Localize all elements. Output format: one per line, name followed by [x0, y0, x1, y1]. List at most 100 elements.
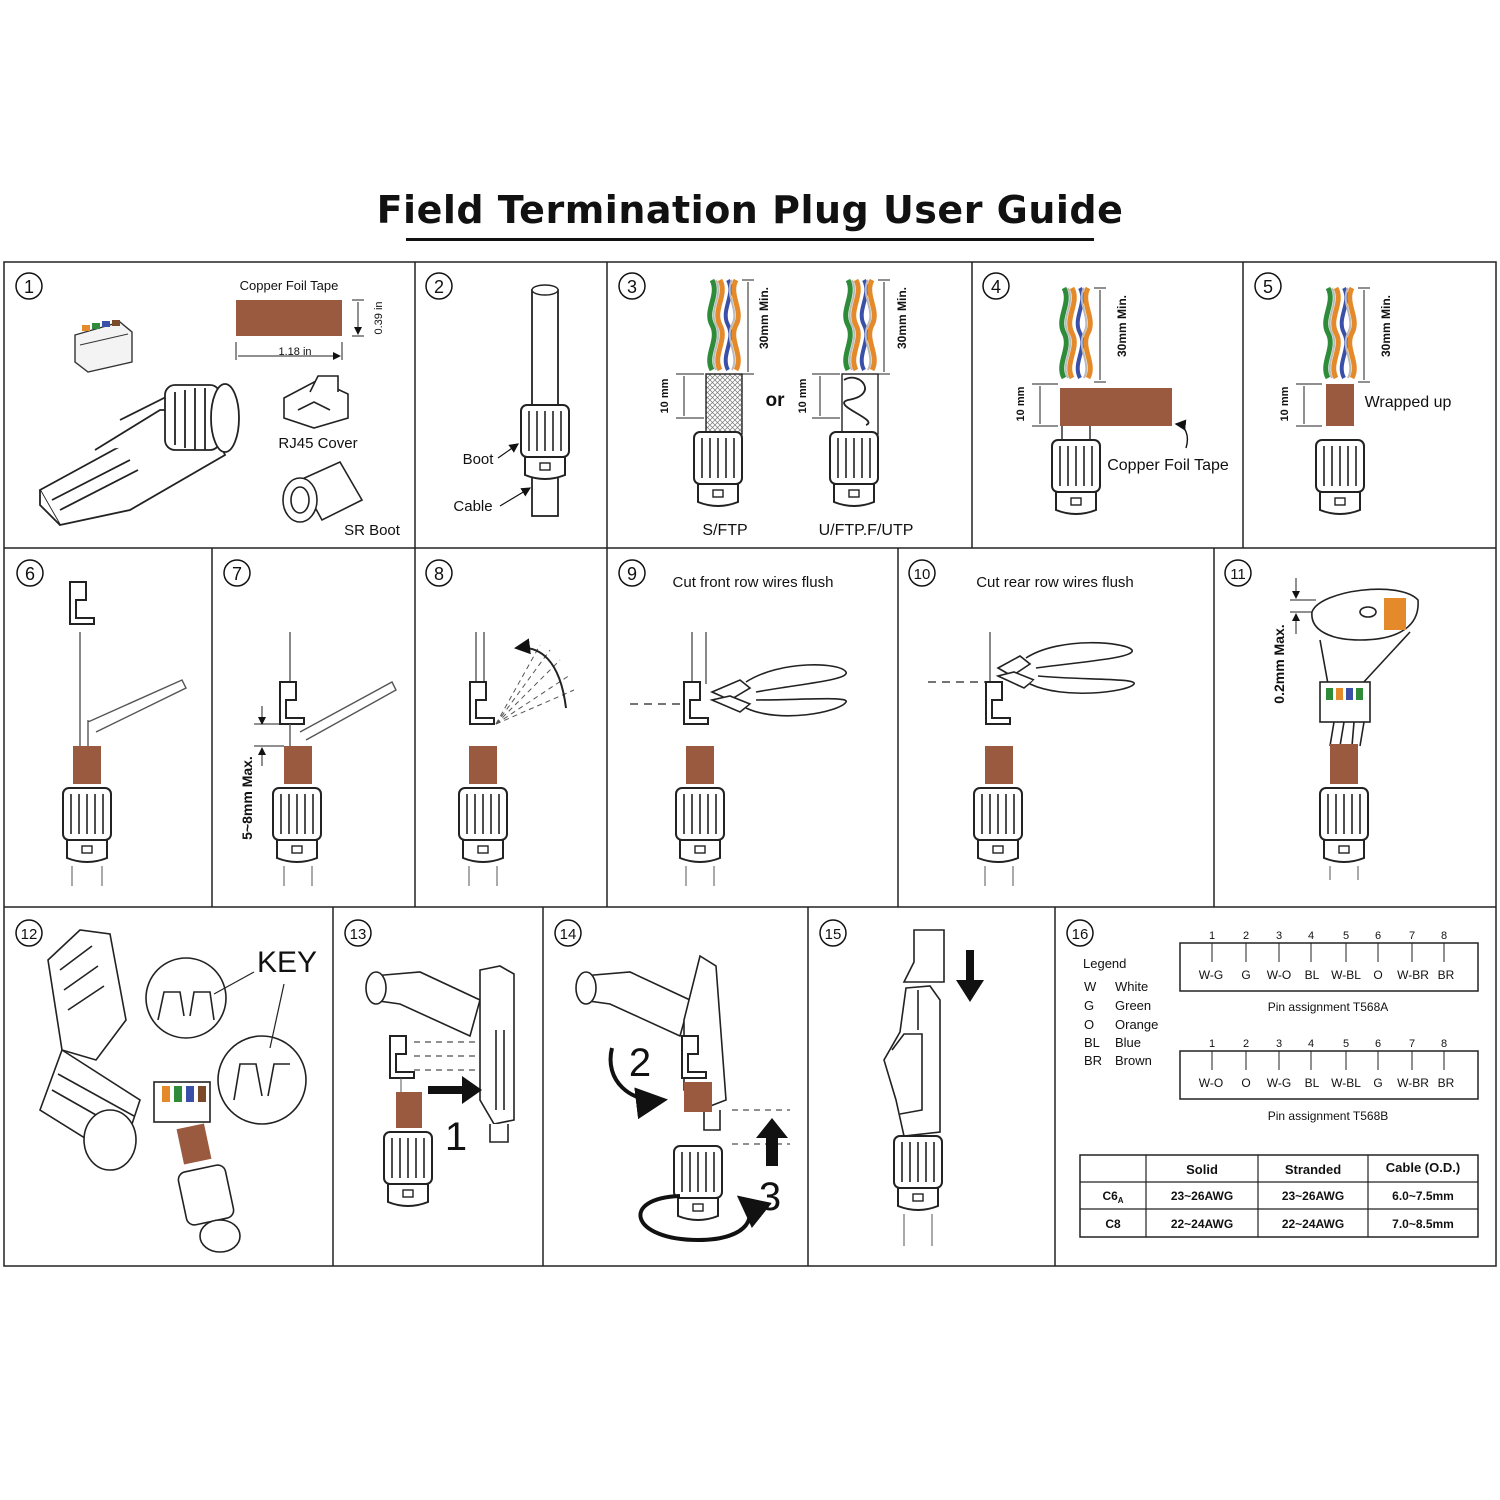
foil-tape-applied	[1060, 388, 1172, 426]
foil-tape	[684, 1082, 712, 1112]
foil-tape	[396, 1092, 422, 1128]
wrapped-up-label: Wrapped up	[1365, 394, 1452, 411]
open-plug-illustration	[39, 929, 141, 1171]
min-length-label: 30mm Min.	[1115, 295, 1129, 357]
pin-diagram-t568a: 1 2 3 4 5 6 7 8 W-G G W-O BL W-BL O W-BR…	[1179, 930, 1479, 1014]
min-length-label-sftp: 30mm Min.	[757, 287, 771, 349]
svg-text:11: 11	[1230, 566, 1246, 583]
plug-housing	[575, 954, 727, 1131]
step-badge-13: 13	[344, 919, 372, 947]
panel-7: 5~8mm Max.	[239, 632, 397, 886]
panel-10: Cut rear row wires flush	[928, 574, 1135, 886]
svg-text:15: 15	[825, 926, 842, 943]
min-length-label-uftp: 30mm Min.	[895, 287, 909, 349]
foil-tape-height: 0.39 in	[373, 301, 385, 334]
legend-code: O	[1084, 1017, 1094, 1032]
table-cell: 6.0~7.5mm	[1392, 1189, 1454, 1203]
cutter-icon	[995, 641, 1135, 694]
panel-6	[62, 581, 187, 886]
foil-tape-label: Copper Foil Tape	[240, 278, 339, 293]
panel-2: Boot Cable	[453, 284, 570, 517]
legend-code: BR	[1084, 1053, 1102, 1068]
spec-table: Solid Stranded Cable (O.D.) C6A 23~26AWG…	[1079, 1154, 1479, 1238]
step-badge-12: 12	[15, 919, 43, 947]
t568a-caption: Pin assignment T568A	[1268, 1000, 1389, 1014]
or-label: or	[766, 390, 786, 411]
table-cell: 7.0~8.5mm	[1392, 1217, 1454, 1231]
svg-text:14: 14	[560, 926, 577, 943]
pin-number: 4	[1308, 930, 1314, 942]
panel-13: 1	[365, 965, 515, 1207]
svg-text:9: 9	[627, 564, 637, 584]
pin-number: 4	[1308, 1038, 1314, 1050]
title-underline	[406, 238, 1094, 241]
pin-number: 1	[1209, 1038, 1215, 1050]
zoom-detail	[1311, 588, 1419, 685]
max-protrusion-label: 0.2mm Max.	[1271, 624, 1287, 703]
pin-number: 5	[1343, 1038, 1349, 1050]
pin-color: W-O	[1199, 1076, 1223, 1090]
panel-grid	[3, 261, 1497, 1267]
table-header: Stranded	[1285, 1162, 1341, 1177]
panel-14: 2 3	[575, 954, 790, 1243]
svg-text:1: 1	[24, 277, 34, 297]
pin-number: 2	[1243, 930, 1249, 942]
legend-name: Green	[1115, 998, 1151, 1013]
pin-number: 5	[1343, 930, 1349, 942]
arrow-right-icon	[428, 1076, 482, 1104]
ten-mm-label-sftp: 10 mm	[659, 378, 671, 413]
foil-tape	[985, 746, 1013, 784]
zoom-circle-lower	[217, 1035, 307, 1125]
table-cell-category: C8	[1105, 1217, 1121, 1231]
foil-tape-swatch	[236, 300, 342, 336]
panel-11: 0.2mm Max.	[1271, 578, 1419, 880]
arrow-up-icon	[756, 1118, 788, 1166]
t568b-caption: Pin assignment T568B	[1268, 1109, 1389, 1123]
panel-9: Cut front row wires flush	[630, 574, 847, 886]
table-cell: 22~24AWG	[1171, 1217, 1233, 1231]
pin-color: W-BL	[1331, 968, 1361, 982]
module-icon	[74, 320, 133, 373]
svg-text:8: 8	[434, 564, 444, 584]
pin-number: 3	[1276, 930, 1282, 942]
panel-16: Legend W White G Green O Orange BL Blue …	[1079, 930, 1479, 1238]
pin-color: G	[1373, 1076, 1382, 1090]
step-badge-9: 9	[618, 559, 646, 587]
pin-color: BL	[1305, 1076, 1320, 1090]
legend-name: Brown	[1115, 1053, 1152, 1068]
plug-illustration	[38, 383, 240, 527]
table-cell: 23~26AWG	[1282, 1189, 1344, 1203]
svg-text:16: 16	[1072, 926, 1089, 943]
cover-icon	[902, 929, 945, 983]
svg-text:4: 4	[991, 277, 1001, 297]
legend-code: W	[1084, 979, 1097, 994]
cut-rear-caption: Cut rear row wires flush	[976, 574, 1134, 591]
foil-tape	[284, 746, 312, 784]
foil-tape-width: 1.18 in	[278, 346, 311, 358]
pin-color: W-G	[1267, 1076, 1291, 1090]
pin-color: BR	[1438, 1076, 1455, 1090]
table-cell: 23~26AWG	[1171, 1189, 1233, 1203]
foil-tape-label: Copper Foil Tape	[1107, 457, 1229, 474]
step-badge-1: 1	[15, 272, 43, 300]
arrow-down-icon	[956, 950, 984, 1002]
step-badges: 1 2 3 4 5 6 7 8 9 10 11 12 13 14 15 16	[15, 272, 1282, 947]
step-badge-3: 3	[618, 272, 646, 300]
cut-front-caption: Cut front row wires flush	[673, 574, 834, 591]
pin-number: 8	[1441, 930, 1447, 942]
pin-number: 1	[1209, 930, 1215, 942]
pin-color: O	[1373, 968, 1382, 982]
pin-color: W-O	[1267, 968, 1291, 982]
ten-mm-label-uftp: 10 mm	[797, 378, 809, 413]
legend-code: G	[1084, 998, 1094, 1013]
legend-code: BL	[1084, 1035, 1100, 1050]
step-badge-7: 7	[223, 559, 251, 587]
page-title: Field Termination Plug User Guide	[376, 188, 1124, 232]
step-badge-2: 2	[425, 272, 453, 300]
legend-name: Orange	[1115, 1017, 1158, 1032]
svg-text:3: 3	[627, 277, 637, 297]
foil-tape-wrapped	[1326, 384, 1354, 426]
rj45-cover-label: RJ45 Cover	[278, 435, 357, 452]
foil-tape	[176, 1123, 212, 1165]
step-1-label: 1	[445, 1115, 467, 1159]
